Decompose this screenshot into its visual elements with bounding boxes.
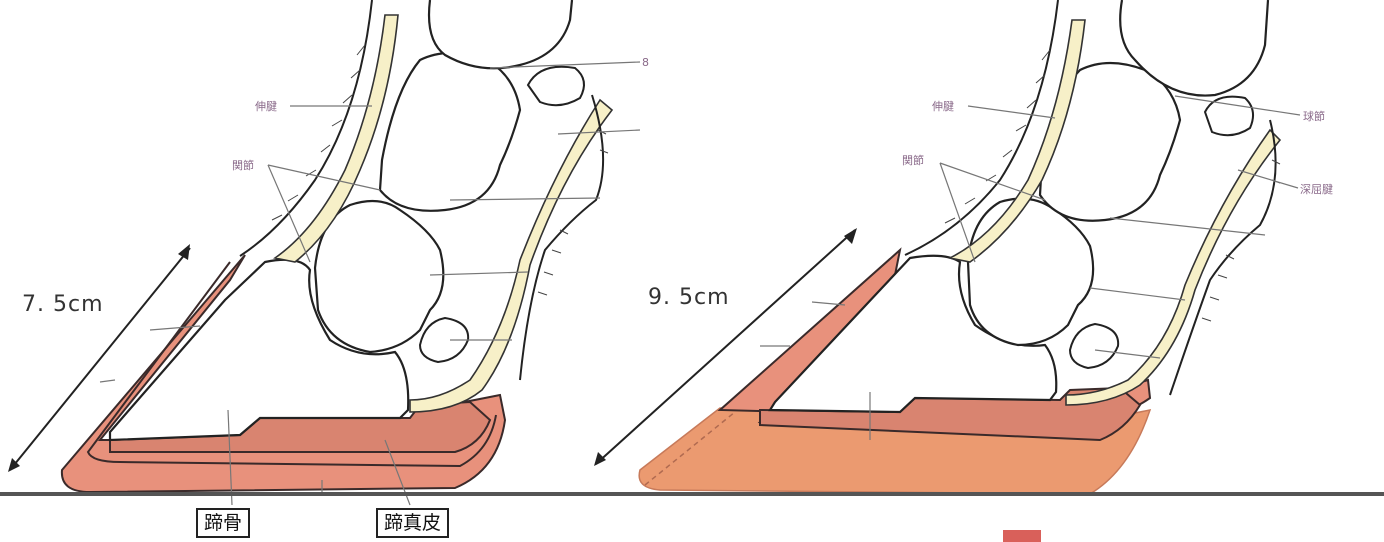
left-short-pastern (315, 201, 443, 352)
left-hoof (8, 0, 640, 505)
right-deep-tendon-label: 深屈腱 (1300, 181, 1333, 197)
corium-label: 蹄真皮 (376, 508, 449, 538)
right-measurement-label: 9. 5cm (648, 285, 730, 310)
coffin-bone-label: 蹄骨 (196, 508, 250, 538)
right-short-pastern (968, 199, 1093, 345)
left-bone-top-label: 8 (642, 56, 649, 69)
right-navicular (1070, 324, 1118, 368)
right-fetlock-label: 球節 (1303, 108, 1325, 124)
left-extensor-tendon-label: 伸腱 (255, 98, 277, 114)
red-marker (1003, 530, 1041, 542)
right-sesamoid (1205, 97, 1253, 136)
left-joint-label: 関節 (232, 157, 254, 173)
left-sesamoid (528, 67, 584, 105)
right-extensor-tendon-label: 伸腱 (932, 98, 954, 114)
right-joint-label: 関節 (902, 152, 924, 168)
left-long-pastern (380, 53, 520, 211)
left-measurement-label: 7. 5cm (22, 292, 104, 317)
left-cannon-bone (429, 0, 572, 68)
right-hoof (594, 0, 1300, 494)
